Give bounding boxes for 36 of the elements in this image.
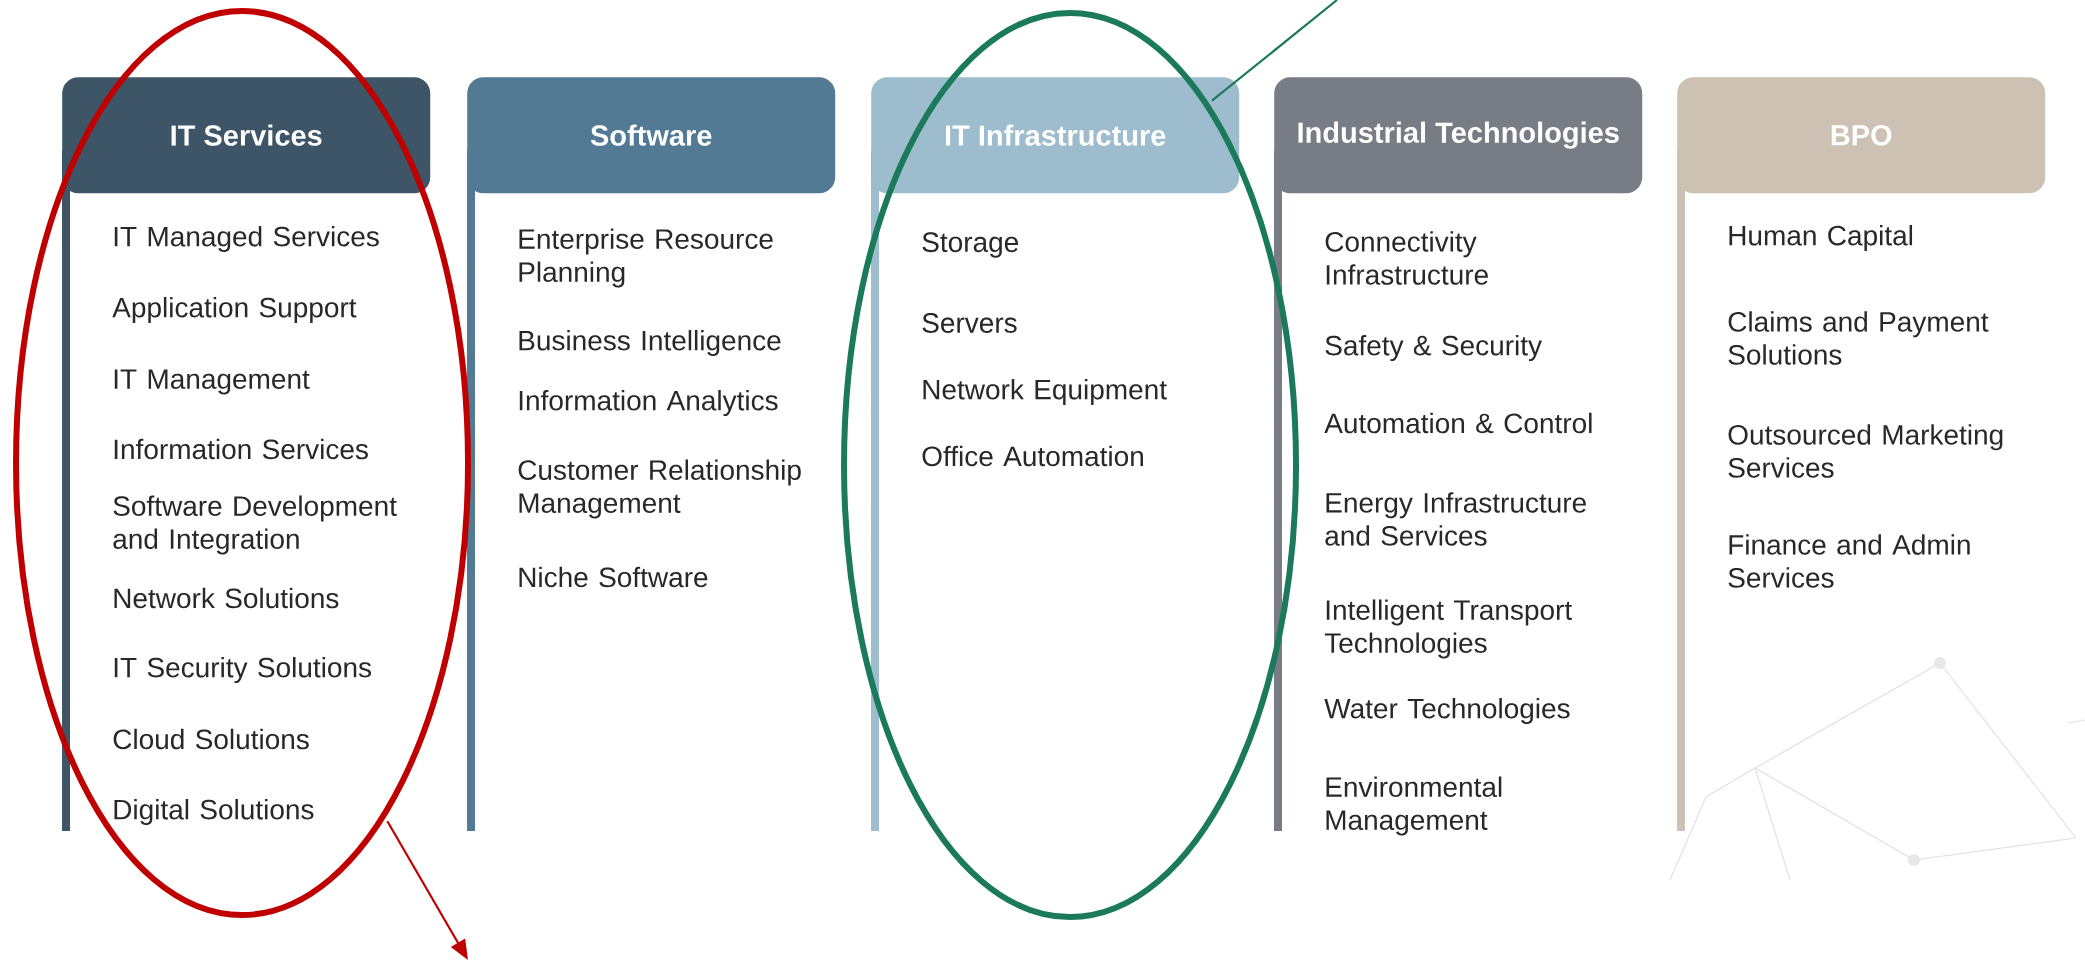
item-text: IT Managed Services <box>114 225 379 253</box>
item-text: Digital Solutions <box>114 798 314 826</box>
item-text: Network Equipment <box>923 378 1167 406</box>
item-text: Servers <box>922 313 1017 333</box>
item-text: Claims and Payment Solutions <box>1728 311 1989 365</box>
item-text: Connectivity Infrastructure <box>1325 231 1488 285</box>
item-text: Energy Infrastructure and Services <box>1325 492 1586 546</box>
item-text: Outsourced Marketing Services <box>1728 424 2003 478</box>
item-text: IT Management <box>114 369 310 395</box>
item-text: Storage <box>922 232 1018 258</box>
item-text: Human Capital <box>1729 224 1913 252</box>
item-text: Network Solutions <box>114 587 339 609</box>
item-text: Finance and Admin Services <box>1728 534 1970 588</box>
item-text: Software Development and Integration <box>113 495 397 555</box>
header-tab: BPO <box>1677 77 2046 194</box>
item-text: Enterprise Resource Planning <box>519 228 773 288</box>
highlight-ellipse <box>841 10 1299 920</box>
header-tab: Industrial Technologies <box>1274 77 1643 194</box>
header-tab: IT Infrastructure <box>871 77 1240 194</box>
item-text: Automation & Control <box>1324 412 1592 434</box>
item-text: Application Support <box>112 296 357 324</box>
item-text: Cloud Solutions <box>113 728 309 750</box>
item-text: Business Intelligence <box>519 329 781 357</box>
item-text: Information Services <box>114 438 368 460</box>
item-text: Safety & Security <box>1325 334 1542 362</box>
item-text: Intelligent Transport Technologies <box>1324 599 1572 659</box>
item-text: Customer Relationship Management <box>518 459 801 519</box>
header-tab: Software <box>467 77 836 194</box>
item-text: Environmental Management <box>1326 776 1502 836</box>
item-text: IT Security Solutions <box>114 656 372 684</box>
item-text: Office Automation <box>922 445 1143 467</box>
highlight-ellipse <box>13 8 471 918</box>
item-text: Information Analytics <box>519 389 778 417</box>
header-tab: IT Services <box>62 77 431 194</box>
item-text: Water Technologies <box>1324 697 1570 725</box>
item-text: Niche Software <box>519 566 708 588</box>
